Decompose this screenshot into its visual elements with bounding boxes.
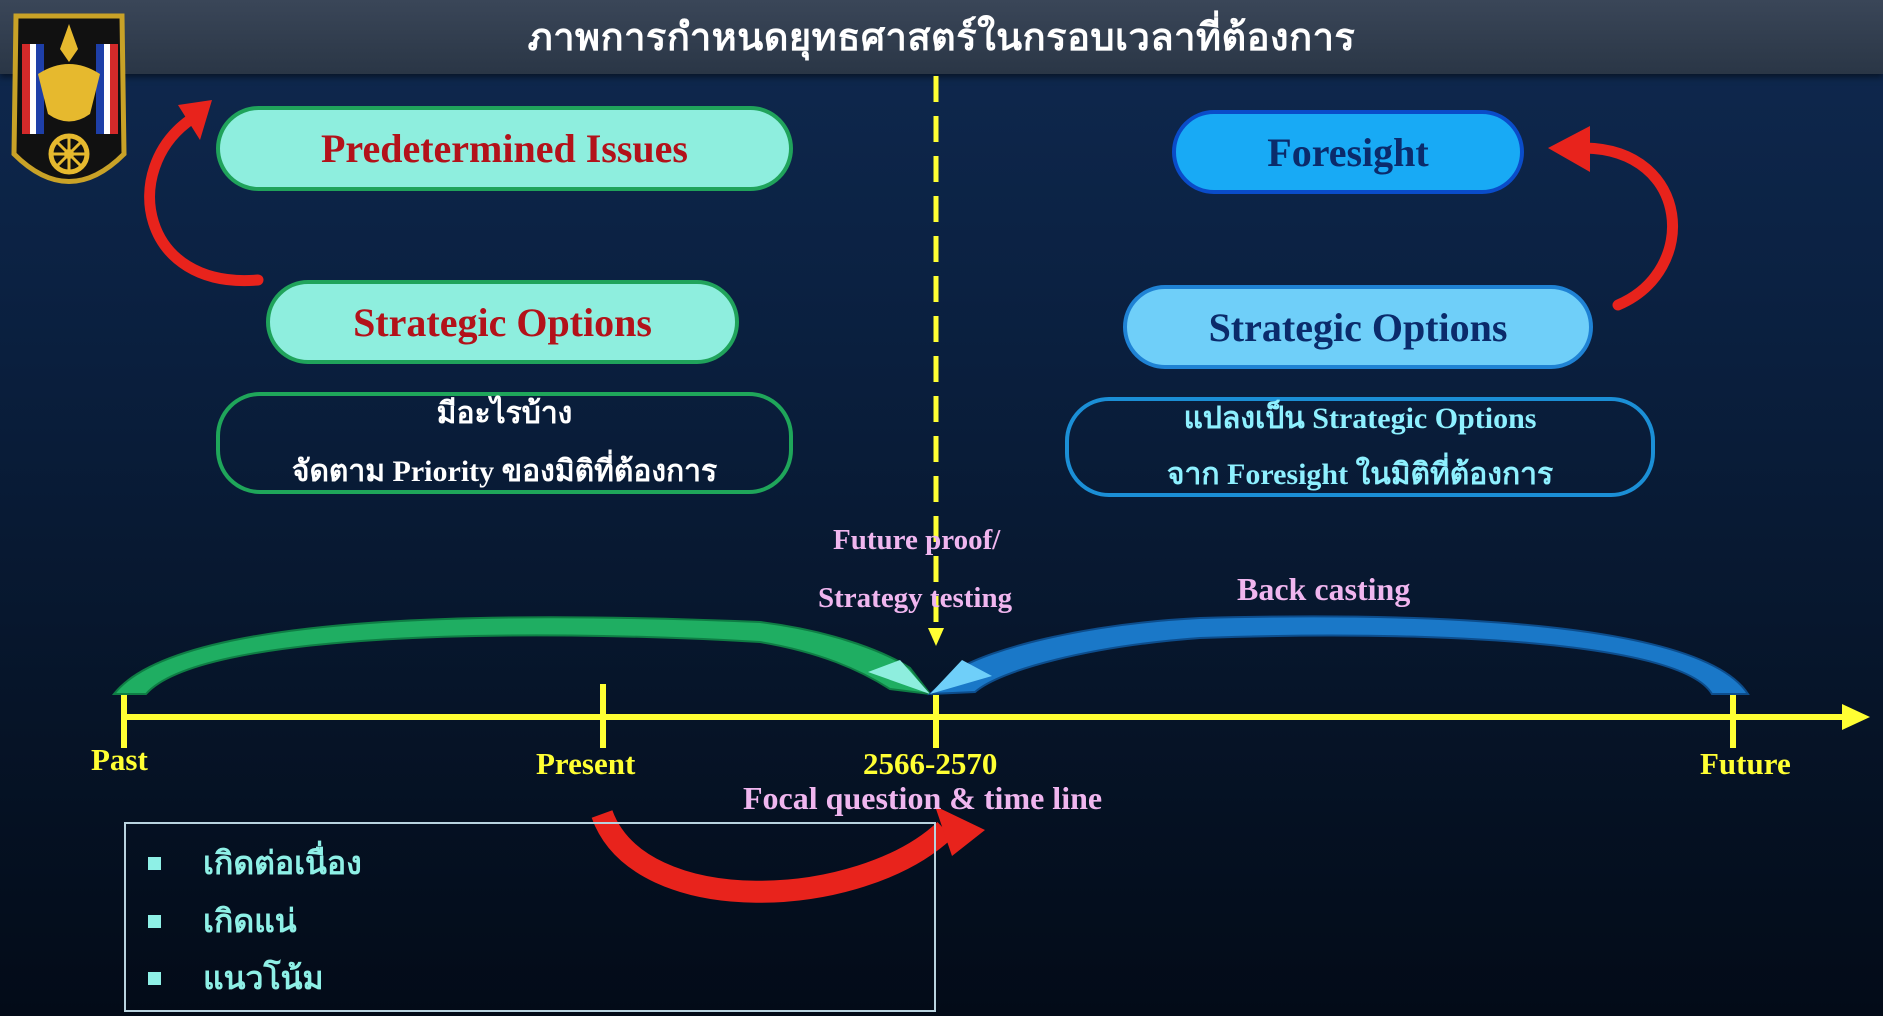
strategy-testing-label: Strategy testing — [818, 582, 1013, 614]
bullet-square-icon — [148, 972, 161, 985]
green-arc-arrow-icon — [111, 616, 933, 696]
dashed-arrow-head — [928, 628, 944, 646]
red-curved-arrow-icon — [591, 806, 985, 903]
timeline-past-label: Past — [91, 742, 148, 777]
list-item: เกิดแน่ — [148, 896, 297, 947]
right-note-line1: แปลงเป็น Strategic Options — [1183, 402, 1537, 435]
bullet-square-icon — [148, 857, 161, 870]
list-item: เกิดต่อเนื่อง — [148, 838, 362, 889]
predetermined-issues-pill: Predetermined Issues — [216, 106, 793, 191]
emblem-icon — [11, 13, 127, 184]
left-note-line1: มีอะไรบ้าง — [436, 397, 573, 430]
list-item: แนวโน้ม — [148, 953, 324, 1004]
blue-arc-arrow-icon — [927, 615, 1750, 696]
left-note-line2: จัดตาม Priority ของมิติที่ต้องการ — [291, 455, 718, 488]
red-cycle-arrow-icon — [1548, 126, 1679, 311]
red-cycle-arrow-icon — [144, 100, 264, 287]
timeline-focal-label: 2566-2570 — [863, 746, 998, 781]
right-strategic-options-pill: Strategic Options — [1123, 285, 1593, 369]
page-title: ภาพการกำหนดยุทธศาสตร์ในกรอบเวลาที่ต้องกา… — [527, 17, 1356, 59]
left-note-pill: มีอะไรบ้าง จัดตาม Priority ของมิติที่ต้อ… — [216, 392, 793, 494]
bullet-square-icon — [148, 915, 161, 928]
left-strategic-options-pill: Strategic Options — [266, 280, 739, 364]
timeline-present-label: Present — [536, 746, 636, 781]
timeline-axis — [121, 684, 1870, 748]
right-note-pill: แปลงเป็น Strategic Options จาก Foresight… — [1065, 397, 1655, 497]
back-casting-label: Back casting — [1237, 571, 1411, 607]
right-note-line2: จาก Foresight ในมิติที่ต้องการ — [1166, 458, 1554, 491]
timeline-future-label: Future — [1700, 746, 1791, 781]
bullet-box — [124, 822, 936, 1012]
title-bar — [0, 0, 1883, 74]
future-proof-label: Future proof/ — [833, 524, 1001, 556]
foresight-pill: Foresight — [1172, 110, 1524, 194]
focal-question-caption: Focal question & time line — [743, 780, 1103, 816]
